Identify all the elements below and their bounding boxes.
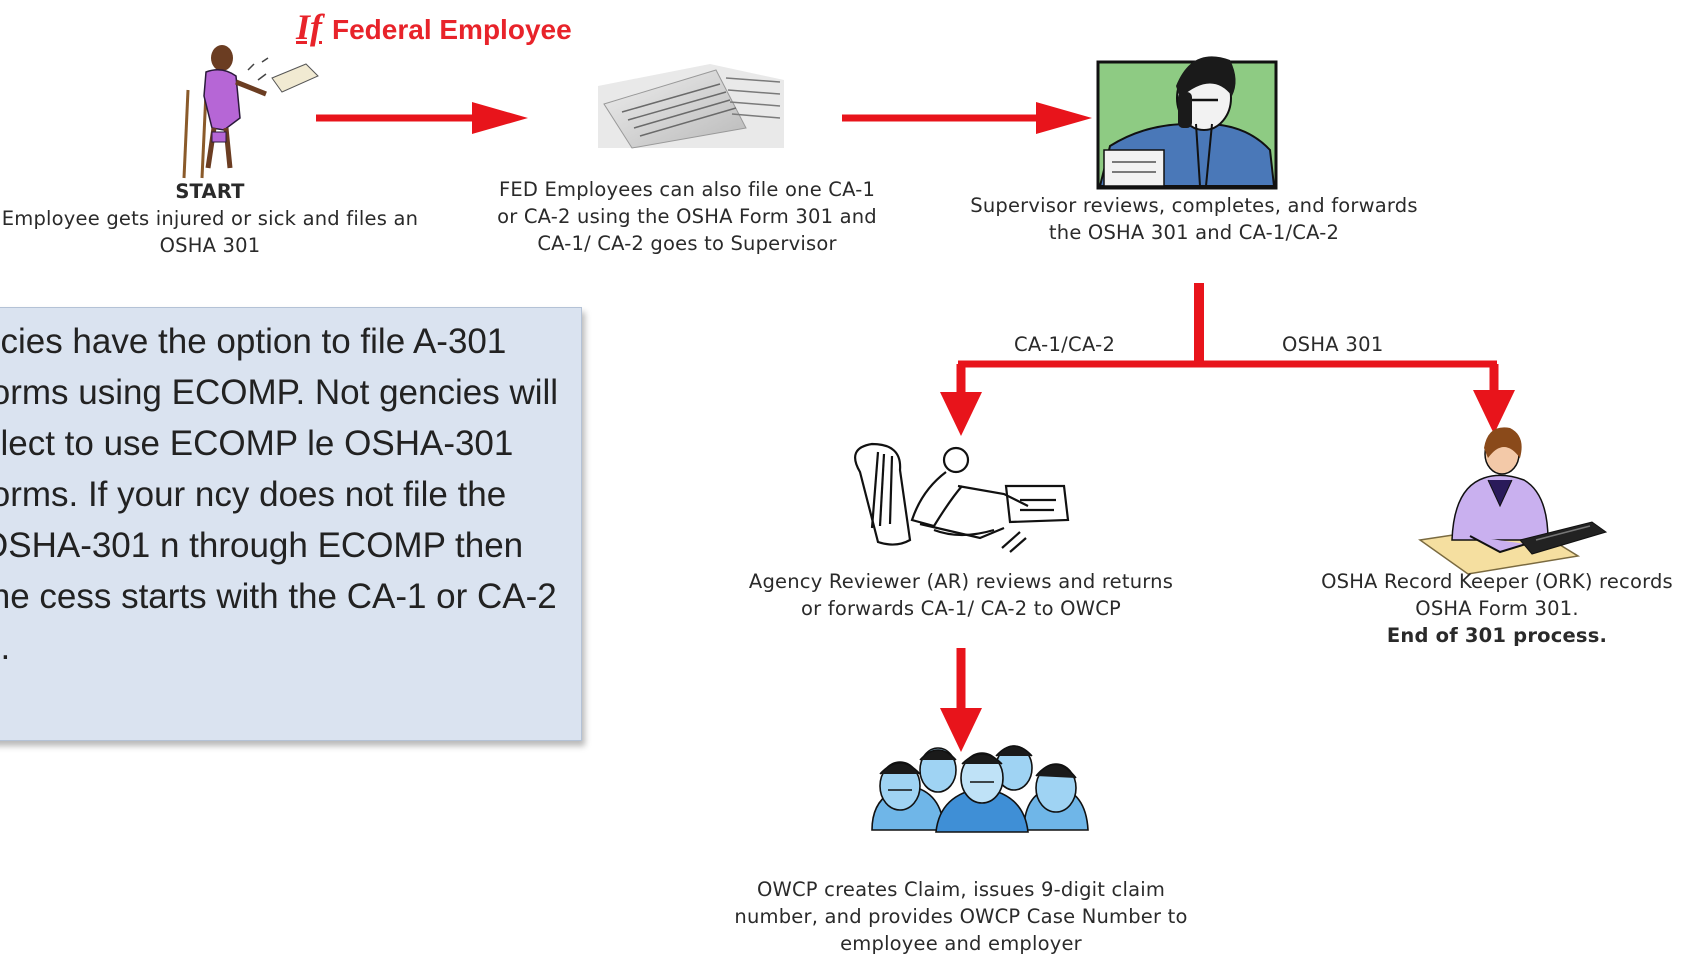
reviewer-caption: Agency Reviewer (AR) reviews and returns… (748, 570, 1174, 620)
branch-label-osha: OSHA 301 (1282, 333, 1384, 356)
owcp-team-icon (871, 745, 1089, 833)
flow-heading: If Federal Employee (296, 6, 572, 48)
forms-document-icon (598, 64, 784, 149)
branch-label-ca: CA-1/CA-2 (1014, 333, 1116, 356)
ecomp-info-text: ncies have the option to file A-301 form… (0, 322, 559, 667)
supervisor-caption: Supervisor reviews, completes, and forwa… (970, 194, 1418, 244)
record-keeper-icon (1418, 427, 1608, 575)
fed-forms-caption: FED Employees can also file one CA-1 or … (497, 178, 877, 255)
heading-title: Federal Employee (332, 14, 572, 45)
owcp-caption: OWCP creates Claim, issues 9-digit claim… (734, 878, 1188, 955)
record-keeper-node: OSHA Record Keeper (ORK) records OSHA Fo… (1306, 568, 1688, 649)
start-node: START Employee gets injured or sick and … (0, 178, 420, 259)
supervisor-phone-icon (1096, 56, 1278, 190)
record-keeper-end: End of 301 process. (1386, 624, 1608, 647)
arrow-reviewer-to-owcp (940, 648, 982, 752)
heading-if: If (296, 7, 322, 47)
injured-employee-icon (182, 45, 319, 179)
start-label: START (175, 180, 245, 203)
start-caption: Employee gets injured or sick and files … (1, 207, 419, 257)
agency-reviewer-icon (854, 442, 1070, 553)
arrow-down-ca (940, 392, 982, 436)
arrow-forms-to-supervisor (842, 102, 1092, 134)
ecomp-info-box: ncies have the option to file A-301 form… (0, 307, 582, 741)
record-keeper-caption: OSHA Record Keeper (ORK) records OSHA Fo… (1321, 570, 1673, 620)
arrow-down-osha (1473, 390, 1515, 434)
arrow-start-to-forms (316, 102, 528, 134)
split-connector (940, 283, 1515, 436)
